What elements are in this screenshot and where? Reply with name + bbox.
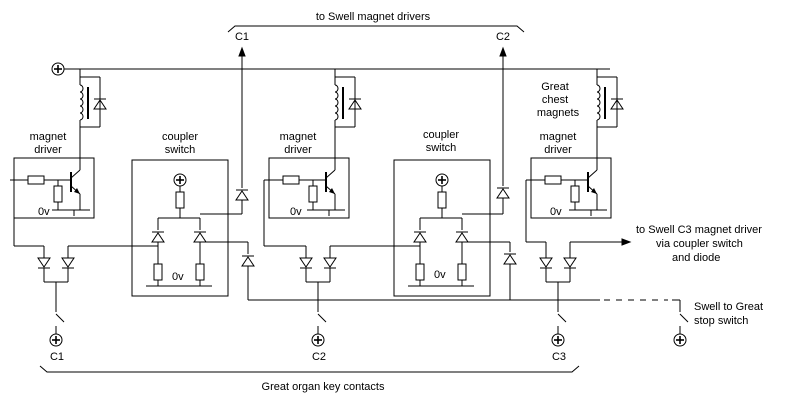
supply-positive-icon (51, 62, 65, 76)
driver1-label-1: magnet (30, 131, 67, 143)
coupler2-label-1: coupler (423, 129, 459, 141)
magnets-label: magnets (537, 107, 580, 119)
c1-positive-icon (49, 333, 63, 347)
key-contact-c2 (317, 313, 327, 323)
to-swell-c3-label: to Swell C3 magnet driver (636, 224, 762, 236)
c2-arrow-icon (499, 46, 507, 57)
c2-coupler-diode (496, 187, 510, 199)
swell-to-great-label: Swell to Great (694, 301, 763, 313)
key2-diode-right (323, 257, 337, 269)
driver2-label-2: driver (284, 144, 312, 156)
key-contact-c3 (557, 313, 567, 323)
driver3-label-1: magnet (540, 131, 577, 143)
key1-diode-left (37, 257, 51, 269)
c2-top-label: C2 (496, 31, 510, 43)
c3-positive-icon (551, 333, 565, 347)
magnet-driver-1 (10, 158, 94, 218)
coupler2-label-2: switch (426, 142, 457, 154)
c1-bottom-label: C1 (50, 351, 64, 363)
stop-switch-positive-icon (673, 333, 687, 347)
c2-bottom-label: C2 (312, 351, 326, 363)
key3-diode-right (563, 257, 577, 269)
via-coupler-label: via coupler switch (656, 238, 743, 250)
coupler1-out-diode (241, 255, 255, 267)
magnet-driver-2 (265, 158, 349, 218)
key-contact-c1 (55, 313, 65, 323)
magnet-coil-1 (80, 69, 106, 139)
coupler2-out-diode (503, 253, 517, 265)
magnet-driver-3 (527, 158, 611, 218)
driver3-0v: 0v (550, 206, 562, 218)
driver2-label-1: magnet (280, 131, 317, 143)
bottom-bracket (39, 365, 580, 373)
driver1-0v: 0v (38, 206, 50, 218)
coupler1-label-2: switch (165, 144, 196, 156)
stop-switch-label: stop switch (694, 315, 748, 327)
coupler2-0v: 0v (434, 269, 446, 281)
coupler1-label-1: coupler (162, 131, 198, 143)
and-diode-label: and diode (672, 252, 720, 264)
key1-diode-right (61, 257, 75, 269)
top-bracket (227, 25, 525, 33)
driver1-label-2: driver (34, 144, 62, 156)
great-keys-label: Great organ key contacts (262, 381, 385, 393)
key3-diode-left (539, 257, 553, 269)
c1-arrow-icon (238, 46, 246, 57)
stop-switch-contact (679, 313, 689, 323)
coupler1-0v: 0v (172, 271, 184, 283)
swell-drivers-label: to Swell magnet drivers (316, 11, 431, 23)
c1-coupler-diode (235, 189, 249, 201)
driver2-0v: 0v (290, 206, 302, 218)
c2-positive-icon (311, 333, 325, 347)
driver3-label-2: driver (544, 144, 572, 156)
magnet-coil-3 (597, 69, 623, 139)
chest-label: chest (542, 94, 568, 106)
great-label: Great (541, 81, 569, 93)
c3-arrow-icon (621, 238, 632, 246)
key2-diode-left (299, 257, 313, 269)
magnet-coil-2 (335, 69, 361, 139)
c3-bottom-label: C3 (552, 351, 566, 363)
c1-top-label: C1 (235, 31, 249, 43)
